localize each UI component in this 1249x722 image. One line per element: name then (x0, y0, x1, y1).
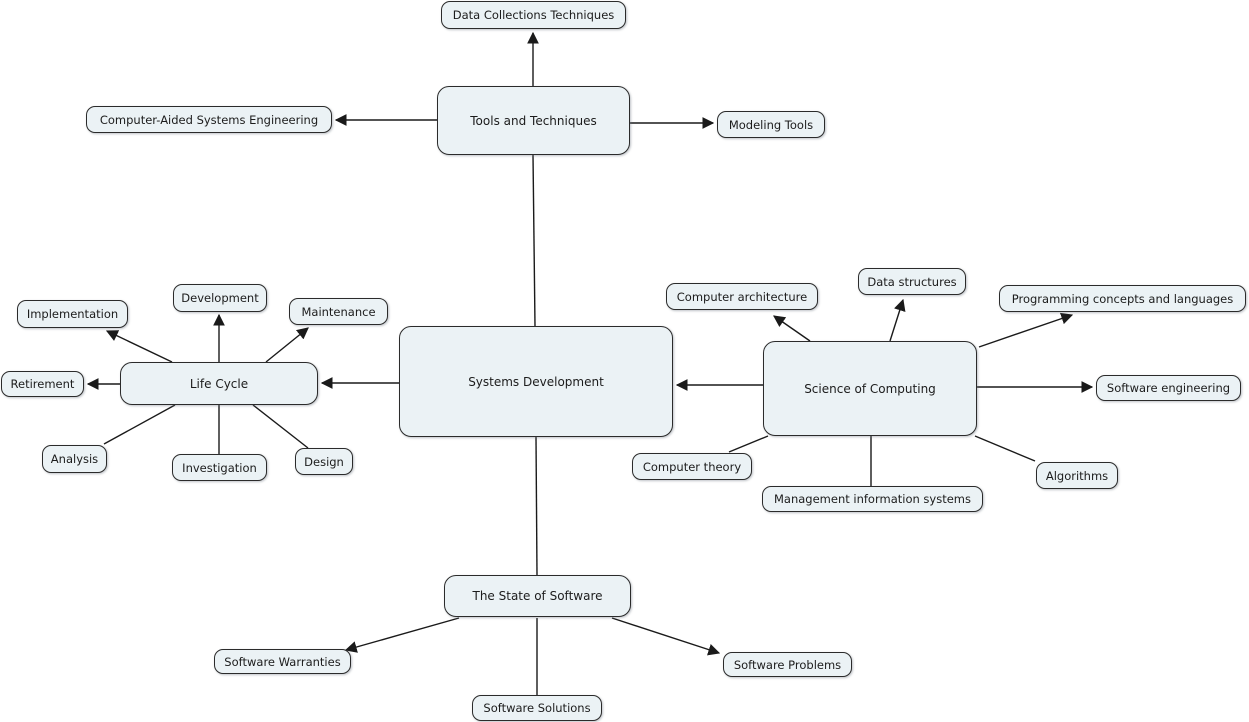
edge-science-to-programming-concepts (978, 312, 1074, 348)
node-science-of-computing[interactable]: Science of Computing (763, 341, 977, 436)
edge-life-cycle-to-implementation (105, 330, 173, 363)
node-data-collections-techniques[interactable]: Data Collections Techniques (441, 1, 626, 29)
node-software-solutions[interactable]: Software Solutions (472, 695, 602, 721)
edge-tools-to-systems-development (532, 154, 536, 327)
node-life-cycle[interactable]: Life Cycle (120, 362, 318, 405)
node-implementation[interactable]: Implementation (17, 300, 128, 328)
node-systems-development[interactable]: Systems Development (399, 326, 673, 437)
edge-science-to-data-structures (889, 298, 906, 342)
edge-science-to-computer-theory (728, 435, 769, 453)
node-development[interactable]: Development (173, 284, 267, 312)
node-analysis[interactable]: Analysis (42, 445, 107, 473)
edge-life-cycle-to-maintenance (265, 327, 309, 363)
node-computer-aided-systems-engineering[interactable]: Computer-Aided Systems Engineering (86, 106, 332, 133)
node-modeling-tools[interactable]: Modeling Tools (717, 111, 825, 138)
node-design[interactable]: Design (295, 448, 353, 475)
node-computer-theory[interactable]: Computer theory (632, 453, 752, 480)
node-tools-and-techniques[interactable]: Tools and Techniques (437, 86, 630, 155)
edge-state-to-software-warranties (344, 617, 460, 653)
edge-science-to-algorithms (974, 435, 1036, 462)
node-the-state-of-software[interactable]: The State of Software (444, 575, 631, 617)
edge-science-to-computer-architecture (773, 315, 811, 342)
node-retirement[interactable]: Retirement (1, 371, 84, 397)
node-maintenance[interactable]: Maintenance (289, 298, 388, 325)
edge-systems-development-to-state-of-software (535, 436, 538, 576)
node-software-engineering[interactable]: Software engineering (1096, 375, 1241, 401)
node-software-warranties[interactable]: Software Warranties (214, 649, 351, 674)
node-programming-concepts-and-languages[interactable]: Programming concepts and languages (999, 285, 1246, 312)
edge-life-cycle-to-design (252, 404, 309, 449)
node-data-structures[interactable]: Data structures (858, 268, 966, 295)
edge-life-cycle-to-analysis (103, 404, 176, 445)
node-software-problems[interactable]: Software Problems (723, 652, 852, 677)
node-management-information-systems[interactable]: Management information systems (762, 486, 983, 512)
node-investigation[interactable]: Investigation (172, 454, 267, 481)
node-computer-architecture[interactable]: Computer architecture (666, 283, 818, 310)
edge-state-to-software-problems (611, 617, 721, 656)
node-algorithms[interactable]: Algorithms (1036, 462, 1118, 489)
